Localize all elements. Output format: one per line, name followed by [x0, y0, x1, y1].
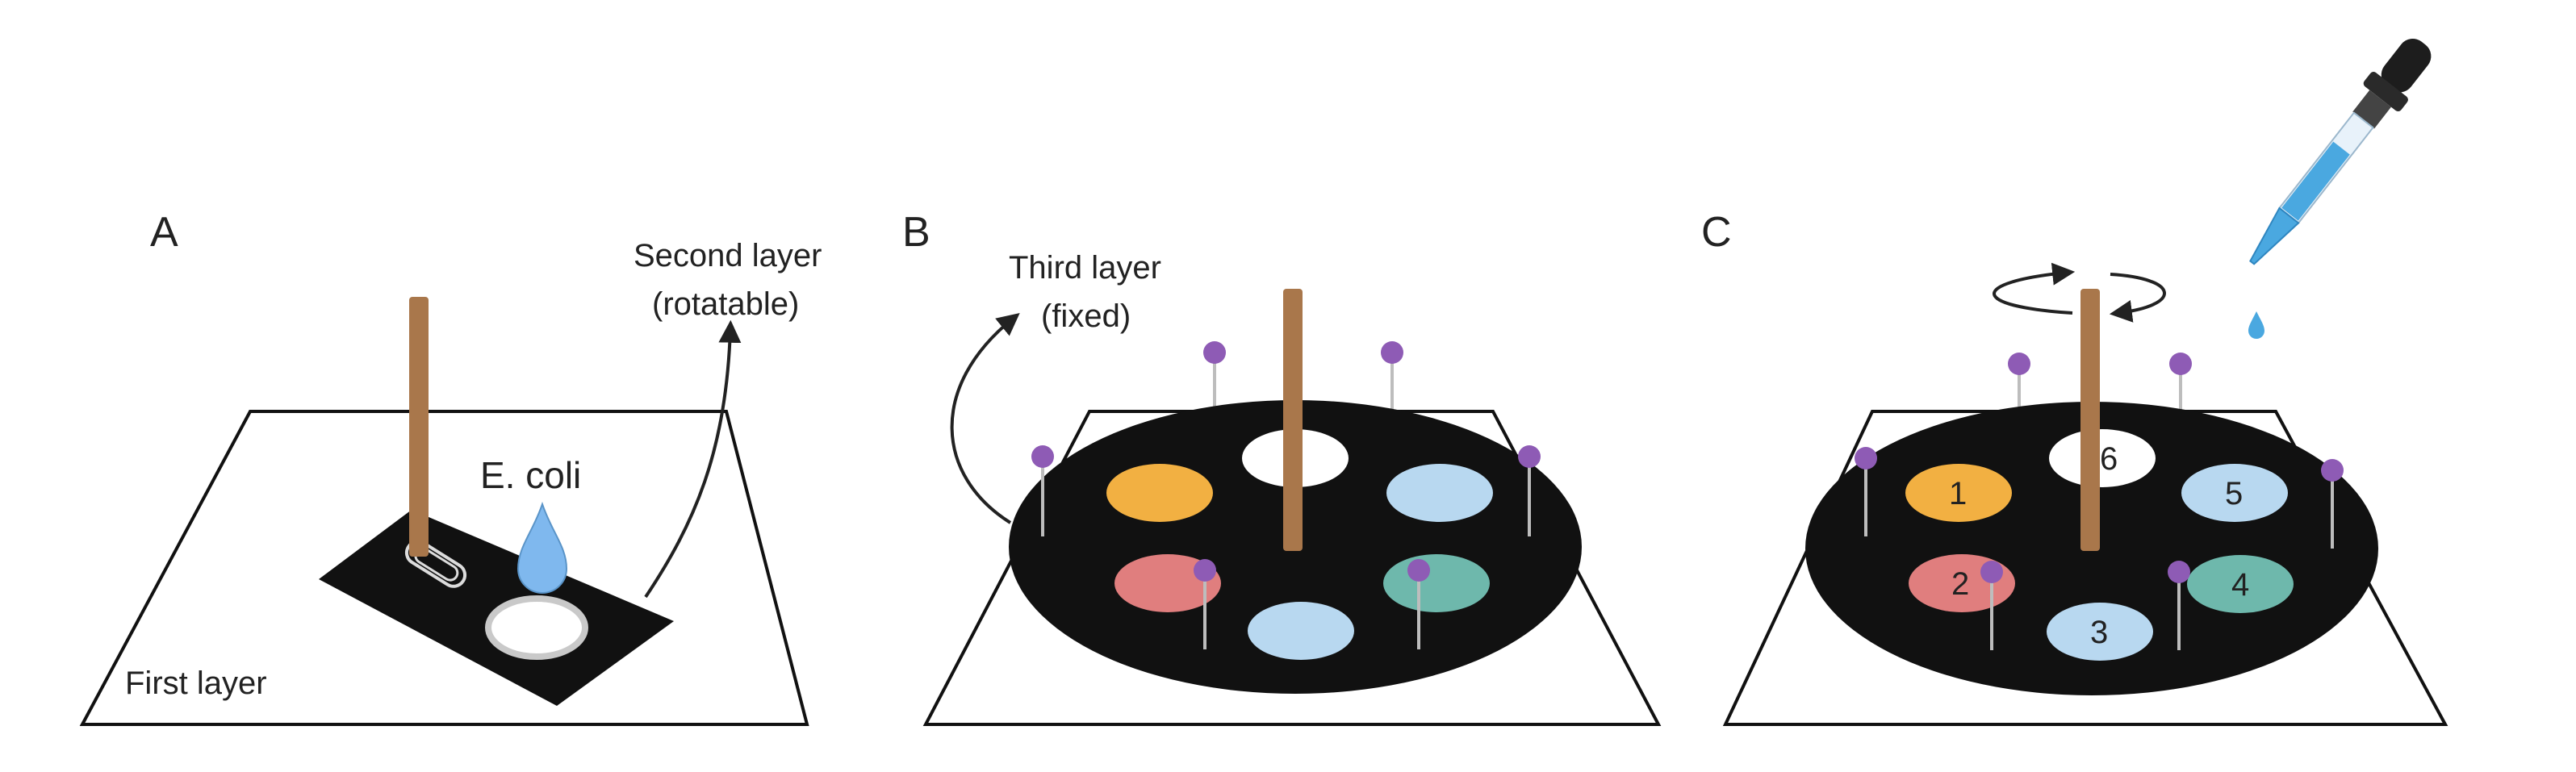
panel-b-letter: B: [902, 209, 930, 256]
pin-head: [1381, 341, 1403, 364]
pin-head: [1407, 559, 1430, 582]
well-3: [2047, 603, 2153, 661]
well-number-4: 4: [2231, 567, 2249, 603]
pin-head: [1203, 341, 1226, 364]
second-layer-well: [485, 595, 588, 660]
well-orange: [1106, 464, 1213, 522]
panel-c-letter: C: [1701, 209, 1732, 256]
rotation-rod: [409, 297, 429, 557]
pin-head: [1980, 561, 2003, 583]
pin-head: [1194, 559, 1216, 582]
fixed-label: (fixed): [1041, 298, 1131, 334]
rotation-arrow-icon: [1993, 262, 2166, 323]
well-5: [2181, 464, 2288, 522]
pin-head: [1031, 445, 1054, 468]
well-number-3: 3: [2090, 615, 2108, 650]
well-light-blue-right: [1386, 464, 1493, 522]
droplet-icon: [2248, 311, 2264, 339]
well-1: [1905, 464, 2012, 522]
front-pins: [1031, 445, 1541, 649]
rotation-rod: [2080, 289, 2100, 551]
front-pins: [1855, 447, 2344, 650]
well-light-blue-bottom: [1248, 602, 1354, 660]
well-number-6: 6: [2100, 441, 2118, 477]
first-layer-label: First layer: [125, 666, 267, 701]
well-teal: [1383, 554, 1490, 612]
well-number-1: 1: [1949, 476, 1967, 511]
second-layer-arrow: [644, 319, 742, 599]
rotation-rod: [1283, 289, 1303, 551]
panel-a: A E. coli Second layer (rotatable) First…: [79, 209, 822, 726]
pin-head: [2168, 561, 2190, 583]
pipette-icon: [2249, 38, 2432, 265]
pin-head: [1518, 445, 1541, 468]
well-number-2: 2: [1951, 566, 1969, 602]
panel-c: C 1 2 3 4 5 6: [1701, 38, 2448, 726]
well-number-5: 5: [2225, 476, 2243, 511]
third-layer-arrow: [950, 312, 1020, 524]
well-6: [2049, 429, 2156, 487]
pin-head: [1855, 447, 1877, 469]
well-4: [2187, 555, 2294, 613]
pin-head: [2008, 353, 2030, 375]
droplet-icon: [516, 501, 568, 594]
pin-head: [2169, 353, 2192, 375]
second-layer-label: Second layer: [634, 238, 822, 273]
third-layer-label: Third layer: [1009, 250, 1161, 286]
ecoli-label: E. coli: [480, 454, 581, 496]
panel-a-letter: A: [150, 209, 178, 256]
pin-head: [2321, 459, 2344, 482]
panel-b: B: [902, 209, 1662, 726]
rotatable-label: (rotatable): [652, 286, 799, 322]
